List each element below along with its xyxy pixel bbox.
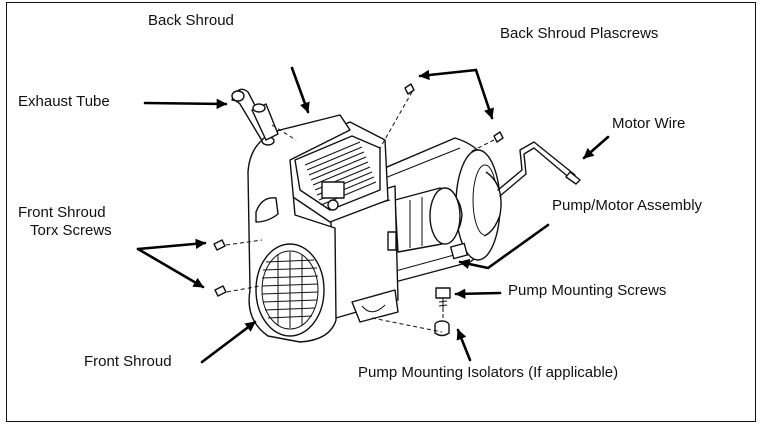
pump-mounting-isolator [434, 320, 450, 337]
arrow-back-shroud [290, 66, 310, 114]
arrow-plascrew-2 [474, 68, 494, 120]
label-front-shroud: Front Shroud [84, 353, 172, 370]
back-shroud-plascrew-2 [493, 131, 504, 143]
arrow-plascrew-1 [418, 68, 478, 81]
label-pump-mounting-isolators: Pump Mounting Isolators (If applicable) [358, 364, 619, 381]
figure-border [6, 2, 756, 422]
arrow-motor-wire [582, 135, 610, 160]
front-shroud-housing [247, 114, 351, 343]
label-front-shroud-torx-screws-line2: Torx Screws [30, 222, 112, 239]
arrow-exhaust-tube [143, 98, 228, 110]
callout-arrows [136, 66, 610, 364]
assembly-guide-lines [225, 91, 495, 333]
label-back-shroud: Back Shroud [148, 12, 234, 29]
label-back-shroud-plascrews: Back Shroud Plascrews [500, 25, 659, 42]
label-exhaust-tube: Exhaust Tube [18, 93, 110, 110]
arrow-pump-mounting-screws [454, 288, 502, 299]
label-pump-mounting-screws: Pump Mounting Screws [508, 282, 667, 299]
arrow-torx-screw-2 [136, 247, 205, 289]
front-shroud-torx-screw-2 [214, 285, 227, 297]
label-front-shroud-torx-screws-line1: Front Shroud [18, 204, 106, 221]
exhaust-tube [231, 88, 279, 146]
label-motor-wire: Motor Wire [612, 115, 686, 132]
arrow-torx-screw-1 [136, 238, 207, 251]
arrow-pump-mounting-isolators [456, 328, 472, 362]
label-pump-motor-assembly: Pump/Motor Assembly [552, 197, 703, 214]
arrow-pump-motor-assembly [458, 223, 550, 270]
cylinder-housing [394, 187, 463, 253]
arrow-front-shroud [200, 320, 257, 364]
front-shroud-torx-screw-1 [213, 239, 226, 251]
back-shroud-plascrew-1 [404, 83, 415, 95]
motor-wire [497, 141, 581, 197]
